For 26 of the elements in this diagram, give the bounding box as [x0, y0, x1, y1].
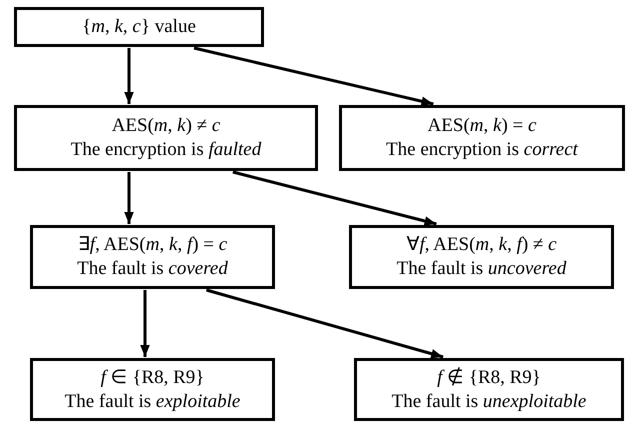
condition-text: ∀f, AES(m, k, f) ≠ c: [406, 233, 557, 257]
arrow: [232, 170, 437, 226]
node-text: The fault is covered: [77, 257, 228, 281]
process-box: [349, 225, 614, 289]
node-text: The fault is uncovered: [396, 257, 566, 281]
node-text: The encryption is faulted: [70, 138, 262, 162]
node-text: The fault is unexploitable: [392, 390, 586, 414]
arrow: [124, 172, 134, 224]
node-text: The encryption is correct: [386, 138, 578, 162]
condition-text: f ∉ {R8, R9}: [437, 366, 541, 390]
node-text: {m, k, c} value: [82, 15, 196, 39]
process-box: [354, 358, 624, 421]
arrow: [206, 288, 444, 358]
node-text: The fault is exploitable: [64, 390, 240, 414]
condition-text: ∃f, AES(m, k, f) = c: [78, 233, 228, 257]
condition-text: AES(m, k) = c: [428, 114, 536, 138]
process-box: [30, 225, 275, 289]
condition-text: AES(m, k) ≠ c: [112, 114, 220, 138]
condition-text: f ∈ {R8, R9}: [100, 366, 204, 390]
process-box: [339, 105, 625, 171]
arrow: [140, 290, 150, 357]
arrow: [124, 48, 134, 104]
arrow: [194, 46, 434, 106]
process-box: [14, 7, 264, 47]
process-box: [30, 358, 275, 421]
process-box: [14, 105, 318, 171]
